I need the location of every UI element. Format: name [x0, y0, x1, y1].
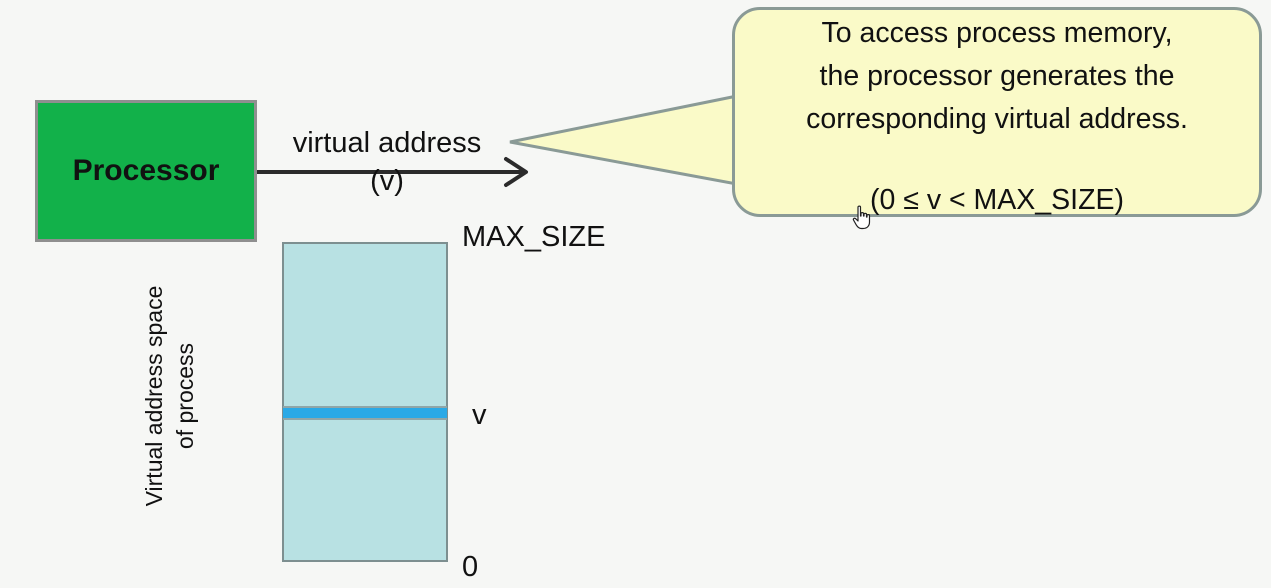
virtual-address-arrow-head — [504, 157, 528, 187]
callout-line-1: To access process memory, — [821, 17, 1173, 49]
arrow-label-line-2: (v) — [370, 165, 404, 197]
hand-cursor-icon — [852, 205, 871, 230]
arrow-label: virtual address (v) — [262, 124, 512, 200]
callout-text: To access process memory, the processor … — [732, 12, 1262, 141]
address-space-title: Virtual address space of process — [139, 226, 201, 566]
callout-bubble — [732, 7, 1262, 217]
callout-tail — [509, 93, 744, 187]
virtual-address-space-bar — [282, 242, 448, 562]
max-size-label: MAX_SIZE — [462, 221, 606, 253]
v-label: v — [472, 399, 487, 431]
processor-box: Processor — [35, 100, 257, 242]
callout-line-2: the processor generates the — [819, 60, 1175, 92]
address-space-title-line-1: Virtual address space — [141, 285, 167, 507]
address-space-title-line-2: of process — [172, 342, 198, 450]
address-v-marker — [283, 406, 447, 420]
arrow-label-line-1: virtual address — [292, 127, 482, 159]
callout-seam — [735, 98, 747, 182]
zero-label: 0 — [462, 551, 479, 583]
processor-label: Processor — [72, 154, 220, 187]
callout-line-3: corresponding virtual address. — [806, 103, 1188, 135]
callout-range: (0 ≤ v < MAX_SIZE) — [870, 184, 1124, 216]
